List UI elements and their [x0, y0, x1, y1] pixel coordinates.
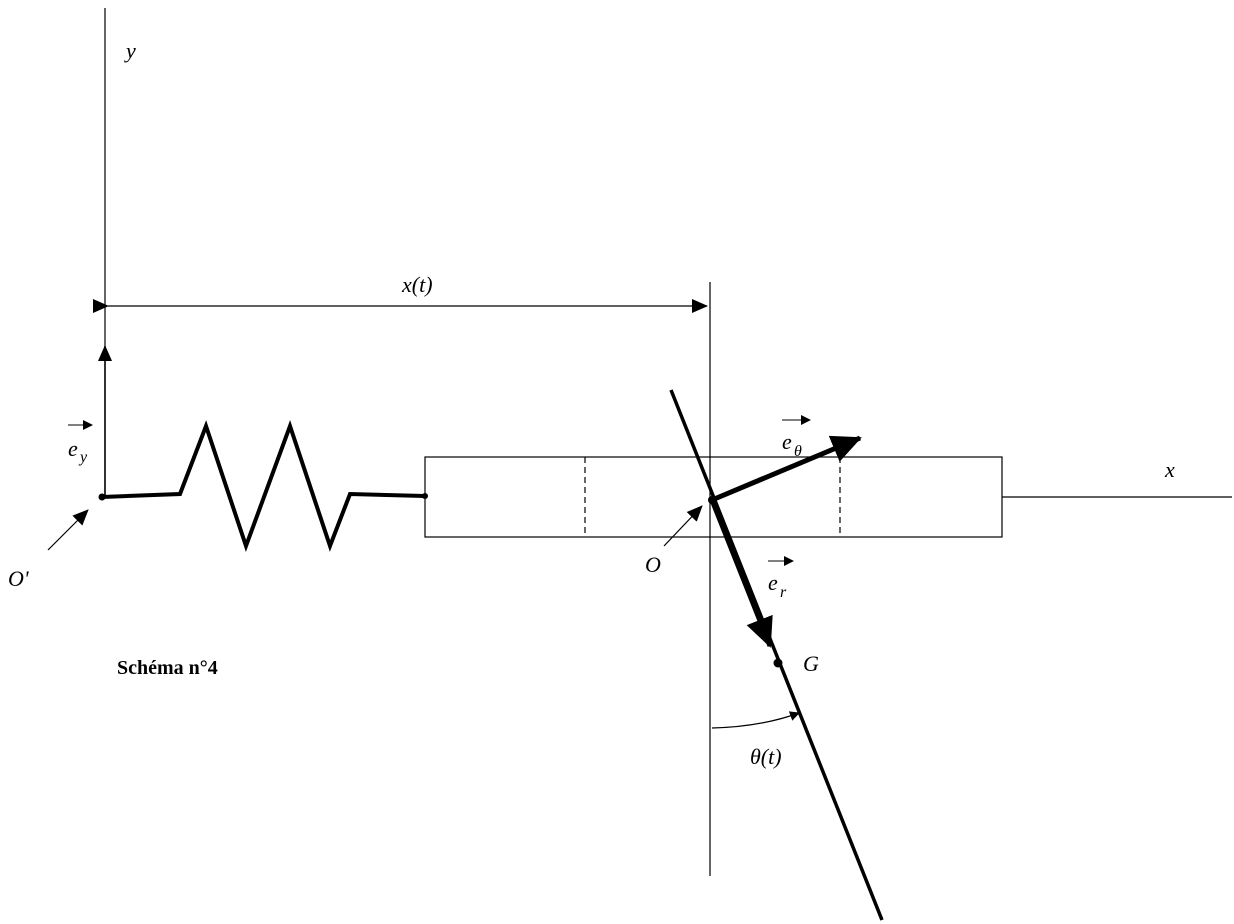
center-of-mass-point	[773, 658, 783, 668]
ey-label: e	[68, 436, 78, 461]
angle-arc	[711, 711, 800, 729]
er-label: e	[768, 570, 778, 595]
spring	[101, 419, 426, 553]
slider-block	[424, 456, 1003, 538]
origin-moving-pointer	[663, 505, 703, 547]
x-axis-label: x	[1164, 457, 1175, 482]
pivot-point	[708, 496, 716, 504]
displacement-label: x(t)	[401, 272, 433, 297]
origin-moving-label: O	[645, 552, 661, 577]
angle-label: θ(t)	[750, 744, 782, 769]
etheta-subscript: θ	[794, 443, 802, 460]
etheta-label: e	[782, 429, 792, 454]
spring-anchor-point	[98, 493, 106, 501]
pendulum-rod	[669, 389, 884, 921]
etheta-vector	[711, 435, 862, 503]
caption: Schéma n°4	[117, 657, 218, 679]
y-axis-label: y	[124, 38, 136, 63]
er-vector	[709, 499, 773, 648]
origin-fixed-pointer	[47, 509, 89, 551]
er-subscript: r	[780, 584, 787, 601]
center-of-mass-label: G	[803, 651, 819, 676]
ey-subscript: y	[78, 449, 88, 466]
origin-fixed-label: O'	[8, 566, 29, 591]
